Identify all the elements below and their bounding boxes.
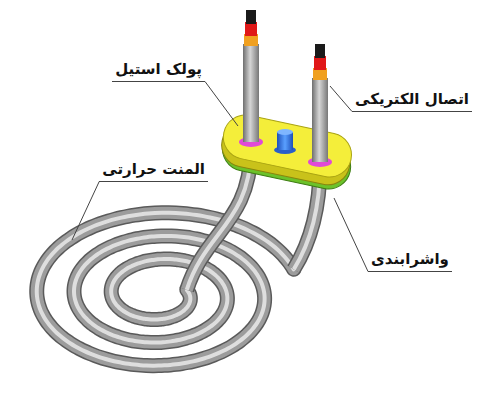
part-label: واشرابندی — [368, 250, 452, 272]
leader-line — [72, 182, 99, 241]
terminal-rod — [308, 44, 332, 167]
bolt — [274, 129, 296, 154]
leader-line — [334, 198, 368, 272]
leader-line — [330, 86, 352, 112]
coil-tube — [37, 213, 294, 366]
coil-tube — [37, 150, 320, 366]
coil-tube — [37, 213, 294, 366]
leader-line — [205, 82, 238, 127]
part-label: پولک استیل — [112, 60, 205, 82]
flange — [218, 111, 356, 189]
part-label: المنت حرارتی — [99, 160, 208, 182]
part-label: اتصال الکتریکی — [352, 90, 472, 112]
coil-tube — [37, 213, 294, 366]
terminal-rod — [239, 10, 263, 147]
